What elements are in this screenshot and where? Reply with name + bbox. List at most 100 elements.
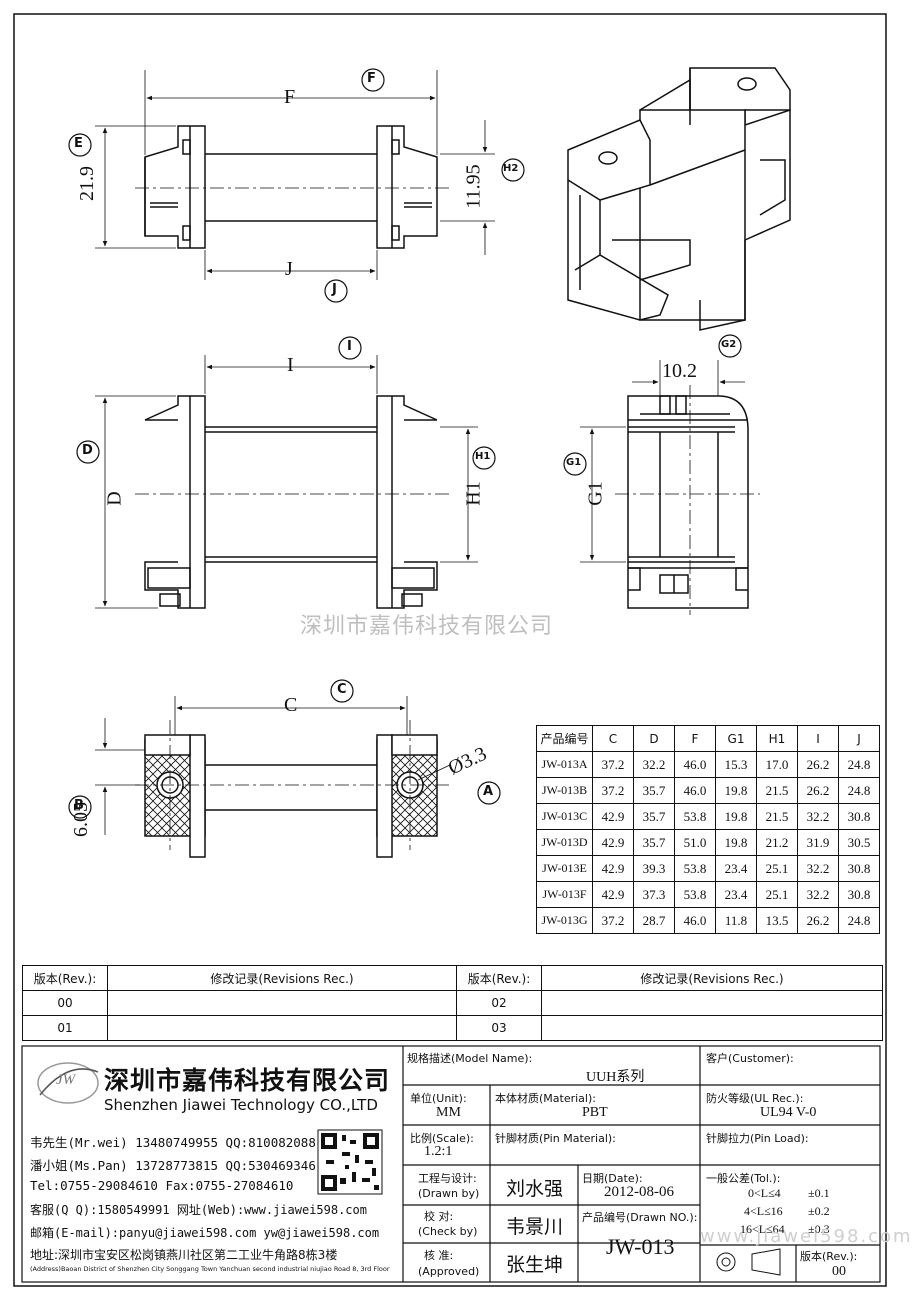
approved-value: 张生坤 — [506, 1254, 564, 1276]
dim-i: I — [287, 354, 294, 376]
spec-cell: 13.5 — [756, 907, 798, 934]
approved-label-en: (Approved) — [418, 1265, 480, 1278]
spec-cell: 25.1 — [756, 855, 798, 882]
spec-header: H1 — [756, 725, 798, 752]
spec-cell: 46.0 — [674, 907, 716, 934]
date-label: 日期(Date): — [582, 1172, 643, 1185]
spec-header: D — [633, 725, 675, 752]
title-rev-value: 00 — [832, 1264, 846, 1279]
callout-label-i: I — [347, 339, 352, 354]
callout-label-b: B — [74, 798, 84, 813]
drawn-no-label: 产品编号(Drawn NO.): — [582, 1211, 698, 1224]
callout-f — [361, 68, 385, 92]
callout-c — [330, 679, 354, 703]
contact-line: 邮箱(E-mail):panyu@jiawei598.com yw@jiawei… — [30, 1226, 380, 1240]
spec-cell: 24.8 — [838, 907, 880, 934]
dim-e: 21.9 — [76, 166, 98, 201]
rev-number: 00 — [22, 990, 108, 1016]
dim-h2: 11.95 — [462, 164, 485, 209]
callout-label-g2: G2 — [721, 339, 737, 350]
callout-a — [477, 781, 501, 805]
spec-cell: 53.8 — [674, 855, 716, 882]
rev-label: 版本(Rev.): — [22, 965, 108, 991]
spec-cell: 39.3 — [633, 855, 675, 882]
company-logo — [37, 1062, 99, 1104]
spec-cell: 46.0 — [674, 751, 716, 778]
rev-number: 01 — [22, 1015, 108, 1041]
spec-cell: 30.8 — [838, 881, 880, 908]
spec-cell: 21.5 — [756, 777, 798, 804]
rev-record-label: 修改记录(Revisions Rec.) — [107, 965, 457, 991]
spec-cell: 32.2 — [633, 751, 675, 778]
material-label: 本体材质(Material): — [495, 1092, 596, 1105]
callout-j — [324, 279, 348, 303]
dim-d: D — [103, 491, 126, 506]
spec-part-number: JW-013E — [536, 855, 593, 882]
tol-range: 16<L≤64 — [740, 1222, 785, 1236]
tol-value: ±0.3 — [808, 1222, 830, 1236]
spec-cell: 30.8 — [838, 855, 880, 882]
dim-j: J — [285, 258, 293, 280]
spec-cell: 21.2 — [756, 829, 798, 856]
spec-cell: 46.0 — [674, 777, 716, 804]
callout-label-c: C — [337, 682, 347, 697]
spec-cell: 32.2 — [797, 881, 839, 908]
spec-cell: 37.2 — [592, 777, 634, 804]
callout-g1 — [563, 452, 587, 476]
qr-code — [317, 1129, 383, 1195]
spec-cell: 11.8 — [715, 907, 757, 934]
drawn-label: 工程与设计: — [418, 1172, 477, 1185]
rev-record — [107, 1015, 457, 1041]
spec-cell: 24.8 — [838, 751, 880, 778]
dim-g1: G1 — [584, 481, 607, 506]
check-label-en: (Check by) — [418, 1225, 478, 1238]
tol-value: ±0.2 — [808, 1204, 830, 1218]
callout-label-g1: G1 — [566, 457, 582, 468]
model-label: 规格描述(Model Name): — [407, 1052, 533, 1065]
callout-g2 — [718, 334, 742, 358]
callout-circles — [68, 68, 742, 819]
rev-label: 版本(Rev.): — [456, 965, 542, 991]
dim-f: F — [284, 86, 296, 108]
material-value: PBT — [582, 1105, 608, 1120]
spec-header: G1 — [715, 725, 757, 752]
front-view — [95, 355, 478, 609]
spec-header: C — [592, 725, 634, 752]
customer-label: 客户(Customer): — [706, 1052, 794, 1065]
revisions-table: 版本(Rev.): 修改记录(Revisions Rec.) 版本(Rev.):… — [22, 965, 883, 1041]
callout-e — [68, 133, 92, 157]
model-value: UUH系列 — [586, 1070, 645, 1085]
rev-record — [541, 990, 883, 1016]
dim-c: C — [284, 694, 298, 716]
callout-label-e: E — [74, 136, 83, 151]
callout-i — [338, 336, 362, 360]
projection-symbol — [716, 1248, 781, 1276]
spec-cell: 37.3 — [633, 881, 675, 908]
spec-cell: 35.7 — [633, 829, 675, 856]
callout-h1 — [472, 446, 496, 470]
title-rev-label: 版本(Rev.): — [800, 1250, 858, 1263]
side-view — [580, 360, 760, 615]
spec-cell: 51.0 — [674, 829, 716, 856]
url-watermark: www.jiawei598.com — [700, 1226, 913, 1247]
unit-value: MM — [436, 1105, 461, 1120]
tol-range: 4<L≤16 — [744, 1204, 783, 1218]
company-name-cn: 深圳市嘉伟科技有限公司 — [104, 1066, 391, 1095]
spec-header: J — [838, 725, 880, 752]
callout-label-d: D — [82, 443, 93, 458]
spec-cell: 37.2 — [592, 751, 634, 778]
spec-part-number: JW-013G — [536, 907, 593, 934]
spec-cell: 23.4 — [715, 881, 757, 908]
spec-cell: 17.0 — [756, 751, 798, 778]
spec-cell: 53.8 — [674, 803, 716, 830]
callout-label-j: J — [332, 282, 337, 297]
tol-label: 一般公差(Tol.): — [706, 1172, 781, 1185]
rev-record — [107, 990, 457, 1016]
scale-value: 1.2:1 — [424, 1144, 453, 1159]
